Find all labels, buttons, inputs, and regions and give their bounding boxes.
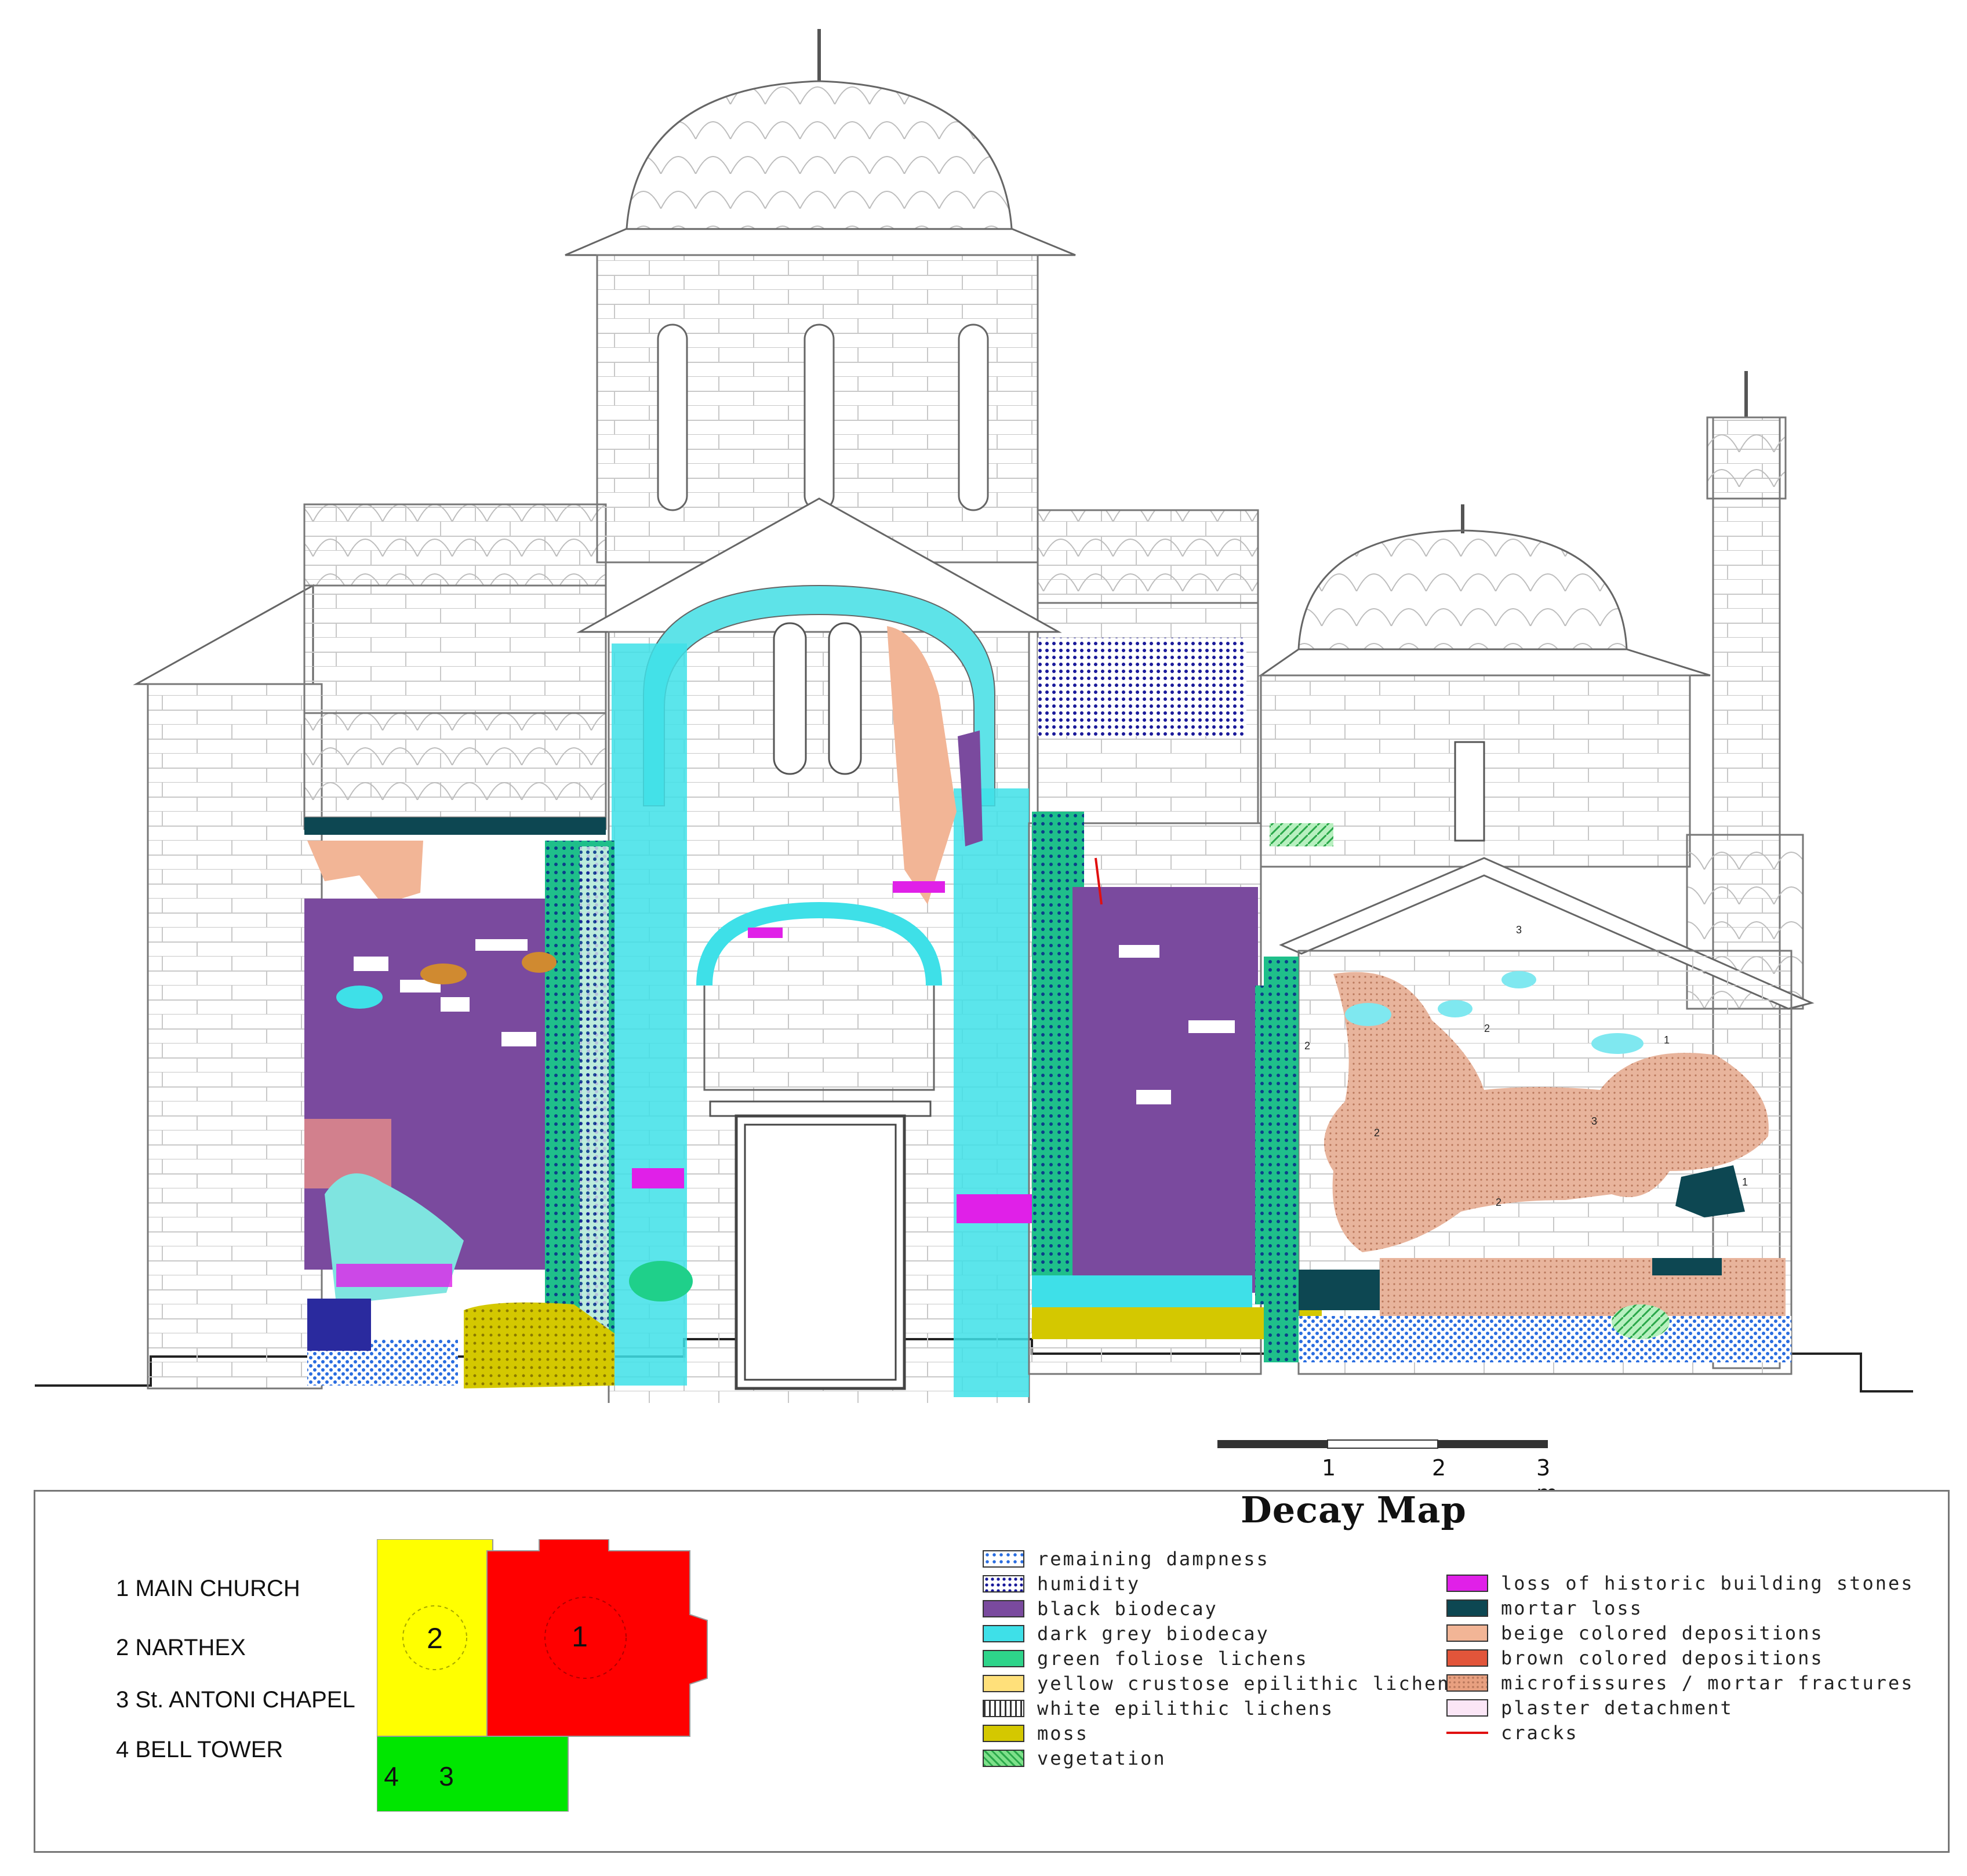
legend-label: brown colored depositions: [1501, 1647, 1824, 1669]
legend-item: mortar loss: [1446, 1597, 1643, 1619]
legend-swatch: [983, 1750, 1024, 1767]
plan-label-chapel: 3: [439, 1761, 454, 1791]
legend-item: loss of historic building stones: [1446, 1572, 1914, 1594]
legend-item: dark grey biodecay: [983, 1623, 1270, 1645]
chapel-zone-number: 2: [1496, 1197, 1501, 1208]
chapel-facade: [1264, 857, 1815, 1375]
legend-label: microfissures / mortar fractures: [1501, 1672, 1914, 1694]
scale-tick-2: 2: [1432, 1455, 1446, 1481]
legend-swatch: [983, 1600, 1024, 1617]
plan-label-main: 1: [572, 1620, 588, 1653]
zone-label-main-church: 1 MAIN CHURCH: [116, 1576, 300, 1601]
legend-label: loss of historic building stones: [1501, 1572, 1914, 1594]
chapel-zone-number: 1: [1664, 1034, 1670, 1046]
legend-label: beige colored depositions: [1501, 1622, 1824, 1644]
legend-item: vegetation: [983, 1747, 1166, 1769]
legend-swatch: [1446, 1649, 1488, 1667]
legend-swatch: [1446, 1724, 1488, 1742]
legend-label: green foliose lichens: [1037, 1648, 1308, 1670]
plan-label-tower: 4: [384, 1761, 399, 1791]
legend-label: remaining dampness: [1037, 1548, 1270, 1570]
legend-swatch: [1446, 1674, 1488, 1692]
narthex-facade: [576, 497, 1062, 1403]
chapel-zone-number: 1: [1742, 1176, 1748, 1188]
legend-swatch: [983, 1650, 1024, 1667]
legend-swatch: [983, 1675, 1024, 1692]
chapel-zone-number: 2: [1484, 1023, 1490, 1034]
legend-item: yellow crustose epilithic lichens: [983, 1673, 1463, 1695]
figure-title: Decay Map: [1241, 1489, 1467, 1531]
legend-swatch: [983, 1575, 1024, 1593]
chapel-zone-number: 2: [1374, 1127, 1380, 1139]
legend-item: white epilithic lichens: [983, 1697, 1334, 1719]
scale-bar: 1 2 3 m: [1212, 1432, 1559, 1506]
legend-label: yellow crustose epilithic lichens: [1037, 1673, 1463, 1695]
left-decay-zone: [304, 817, 615, 1388]
zone-label-chapel: 3 St. ANTONI CHAPEL: [116, 1687, 355, 1713]
main-dome: [565, 29, 1076, 563]
legend-label: cracks: [1501, 1722, 1579, 1744]
legend-swatch: [1446, 1575, 1488, 1592]
chapel-dome: [1258, 504, 1711, 868]
legend-label: black biodecay: [1037, 1598, 1218, 1620]
legend-label: dark grey biodecay: [1037, 1623, 1270, 1645]
legend-item: humidity: [983, 1573, 1140, 1595]
chapel-zone-number: 3: [1591, 1115, 1597, 1127]
legend-item: brown colored depositions: [1446, 1647, 1824, 1669]
legend-item: remaining dampness: [983, 1548, 1270, 1570]
plan-label-narthex: 2: [427, 1622, 443, 1655]
church-elevation-drawing: 3 2 2 3 2 2 1 1: [35, 29, 1913, 1403]
zone-label-bell-tower: 4 BELL TOWER: [116, 1737, 283, 1762]
legend-item: plaster detachment: [1446, 1697, 1733, 1719]
chapel-zone-number: 3: [1516, 924, 1522, 936]
legend-label: humidity: [1037, 1573, 1141, 1595]
legend-swatch: [1446, 1599, 1488, 1617]
legend-item: microfissures / mortar fractures: [1446, 1672, 1914, 1694]
left-wing: [133, 503, 607, 1390]
legend-item: cracks: [1446, 1722, 1579, 1744]
chapel-zone-number: 2: [1304, 1040, 1310, 1052]
legend-item: moss: [983, 1722, 1089, 1744]
legend-item: green foliose lichens: [983, 1648, 1308, 1670]
legend-item: beige colored depositions: [1446, 1622, 1824, 1644]
legend-panel: [34, 1490, 1950, 1853]
legend-label: moss: [1037, 1722, 1089, 1744]
legend-label: mortar loss: [1501, 1597, 1643, 1619]
legend-item: black biodecay: [983, 1598, 1218, 1620]
legend-label: vegetation: [1037, 1747, 1166, 1769]
legend-swatch: [983, 1700, 1024, 1717]
zone-label-narthex: 2 NARTHEX: [116, 1635, 246, 1660]
legend-swatch: [1446, 1699, 1488, 1717]
legend-swatch: [1446, 1624, 1488, 1642]
site-plan: 2 1 4 3: [377, 1539, 708, 1812]
legend-swatch: [983, 1625, 1024, 1642]
legend-label: plaster detachment: [1501, 1697, 1733, 1719]
legend-label: white epilithic lichens: [1037, 1697, 1335, 1719]
legend-swatch: [983, 1725, 1024, 1742]
scale-tick-1: 1: [1322, 1455, 1336, 1481]
legend-swatch: [983, 1550, 1024, 1568]
